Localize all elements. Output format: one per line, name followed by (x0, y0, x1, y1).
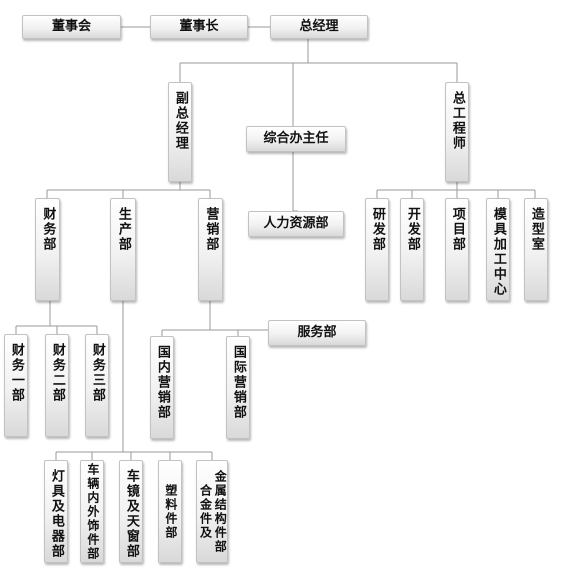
board-label: 董事会 (51, 19, 91, 35)
lamps-electrical-label: 灯具及电器部 (48, 469, 64, 559)
domestic-marketing-label: 国内营销部 (154, 345, 170, 420)
alloy-parts-label: 合金件及 (198, 483, 213, 540)
board-box: 董事会 (22, 15, 121, 39)
development-department-box: 开发部 (400, 198, 424, 301)
vice-general-manager-box: 副总经理 (168, 82, 192, 182)
metal-parts-label: 金属结构件部 (213, 469, 228, 554)
styling-room-label: 造型室 (528, 207, 544, 252)
mirror-sunroof-label: 车镜及天窗部 (123, 469, 139, 559)
metal-alloy-parts-box: 金属结构件部 合金件及 (196, 460, 228, 563)
general-manager-label: 总经理 (299, 19, 339, 35)
general-manager-box: 总经理 (270, 15, 368, 39)
office-director-box: 综合办主任 (246, 126, 346, 152)
finance-2-label: 财务二部 (49, 343, 65, 403)
service-department-box: 服务部 (268, 320, 366, 346)
rnd-department-box: 研发部 (365, 198, 389, 301)
service-department-label: 服务部 (297, 325, 337, 341)
marketing-department-box: 营销部 (198, 198, 223, 301)
chairman-label: 董事长 (179, 19, 219, 35)
development-department-label: 开发部 (404, 207, 420, 252)
production-department-box: 生产部 (110, 198, 136, 301)
international-marketing-box: 国际营销部 (226, 336, 250, 439)
mirror-sunroof-box: 车镜及天窗部 (119, 460, 143, 563)
office-director-label: 综合办主任 (263, 131, 329, 147)
finance-department-label: 财务部 (40, 207, 56, 252)
plastic-parts-box: 塑料件部 (158, 460, 182, 563)
rnd-department-label: 研发部 (369, 207, 385, 252)
chairman-box: 董事长 (150, 15, 248, 39)
hr-department-box: 人力资源部 (248, 211, 344, 237)
finance-3-label: 财务三部 (89, 343, 105, 403)
vice-general-manager-label: 副总经理 (172, 91, 188, 151)
lamps-electrical-box: 灯具及电器部 (44, 460, 68, 563)
chief-engineer-label: 总工程师 (449, 91, 465, 151)
vehicle-trim-box: 车辆内外饰件部 (80, 460, 104, 563)
project-department-label: 项目部 (449, 207, 465, 252)
finance-1-label: 财务一部 (8, 343, 24, 403)
finance-1-box: 财务一部 (4, 334, 28, 437)
styling-room-box: 造型室 (524, 198, 548, 301)
finance-department-box: 财务部 (35, 198, 60, 301)
plastic-parts-label: 塑料件部 (163, 483, 178, 540)
vehicle-trim-label: 车辆内外饰件部 (85, 462, 100, 561)
mold-center-box: 模具加工中心 (486, 198, 510, 301)
chief-engineer-box: 总工程师 (445, 82, 469, 182)
finance-3-box: 财务三部 (85, 334, 109, 437)
project-department-box: 项目部 (445, 198, 469, 301)
domestic-marketing-box: 国内营销部 (150, 336, 174, 439)
international-marketing-label: 国际营销部 (230, 345, 246, 420)
mold-center-label: 模具加工中心 (490, 207, 506, 297)
marketing-department-label: 营销部 (203, 207, 219, 252)
hr-department-label: 人力资源部 (263, 216, 329, 232)
finance-2-box: 财务二部 (45, 334, 69, 437)
production-department-label: 生产部 (115, 207, 131, 252)
